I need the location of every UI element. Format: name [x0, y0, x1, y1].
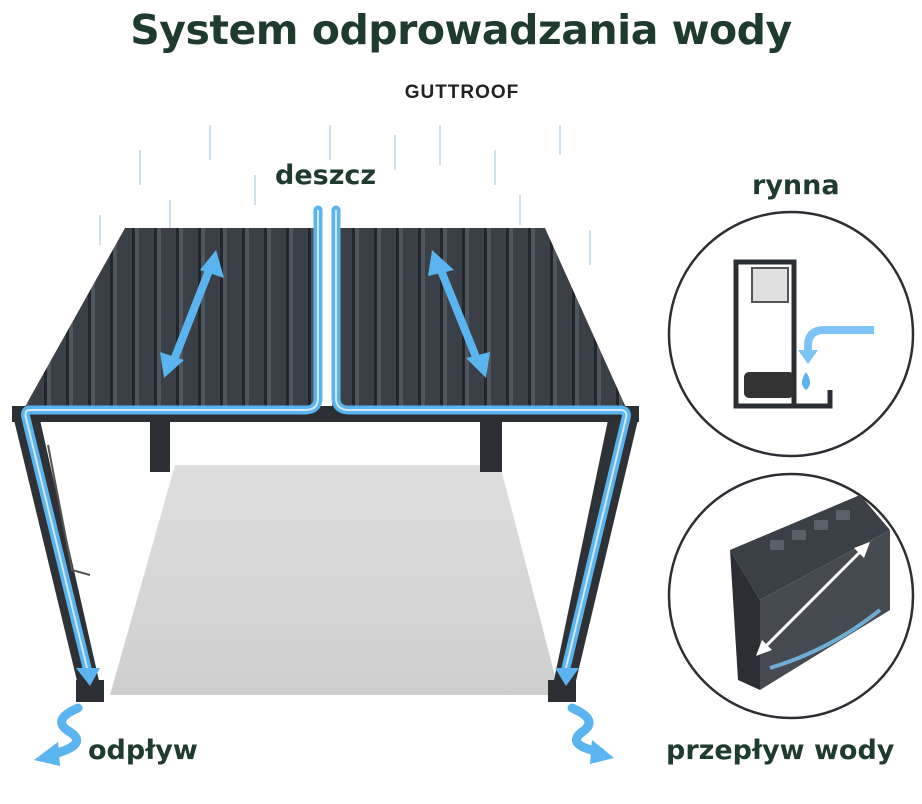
- post-foot-left: [76, 680, 104, 702]
- label-drain: odpływ: [88, 735, 198, 766]
- floor-area: [110, 465, 560, 695]
- flow-detail-circle: [667, 472, 915, 720]
- water-flow-arrow: [555, 668, 579, 686]
- rain-drops: [99, 125, 591, 265]
- crank-rod: [47, 444, 91, 576]
- back-post-right: [480, 422, 502, 472]
- double-arrow: [168, 264, 482, 369]
- water-flow-arrow: [76, 668, 100, 686]
- outflow-right: [567, 703, 605, 757]
- brand-logo: GUTTROOF: [404, 82, 520, 103]
- back-post-left: [150, 422, 170, 472]
- water-drop: [802, 372, 810, 390]
- post-foot-right: [548, 680, 576, 702]
- gutter-detail-circle: [667, 210, 915, 458]
- roof-right-panel: [332, 228, 628, 412]
- label-rain: deszcz: [275, 160, 377, 191]
- roof-left-panel: [22, 228, 320, 412]
- label-water-flow: przepływ wody: [666, 735, 895, 766]
- label-gutter: rynna: [752, 170, 840, 201]
- outflow-left: [45, 703, 83, 760]
- page-title: System odprowadzania wody: [130, 6, 792, 54]
